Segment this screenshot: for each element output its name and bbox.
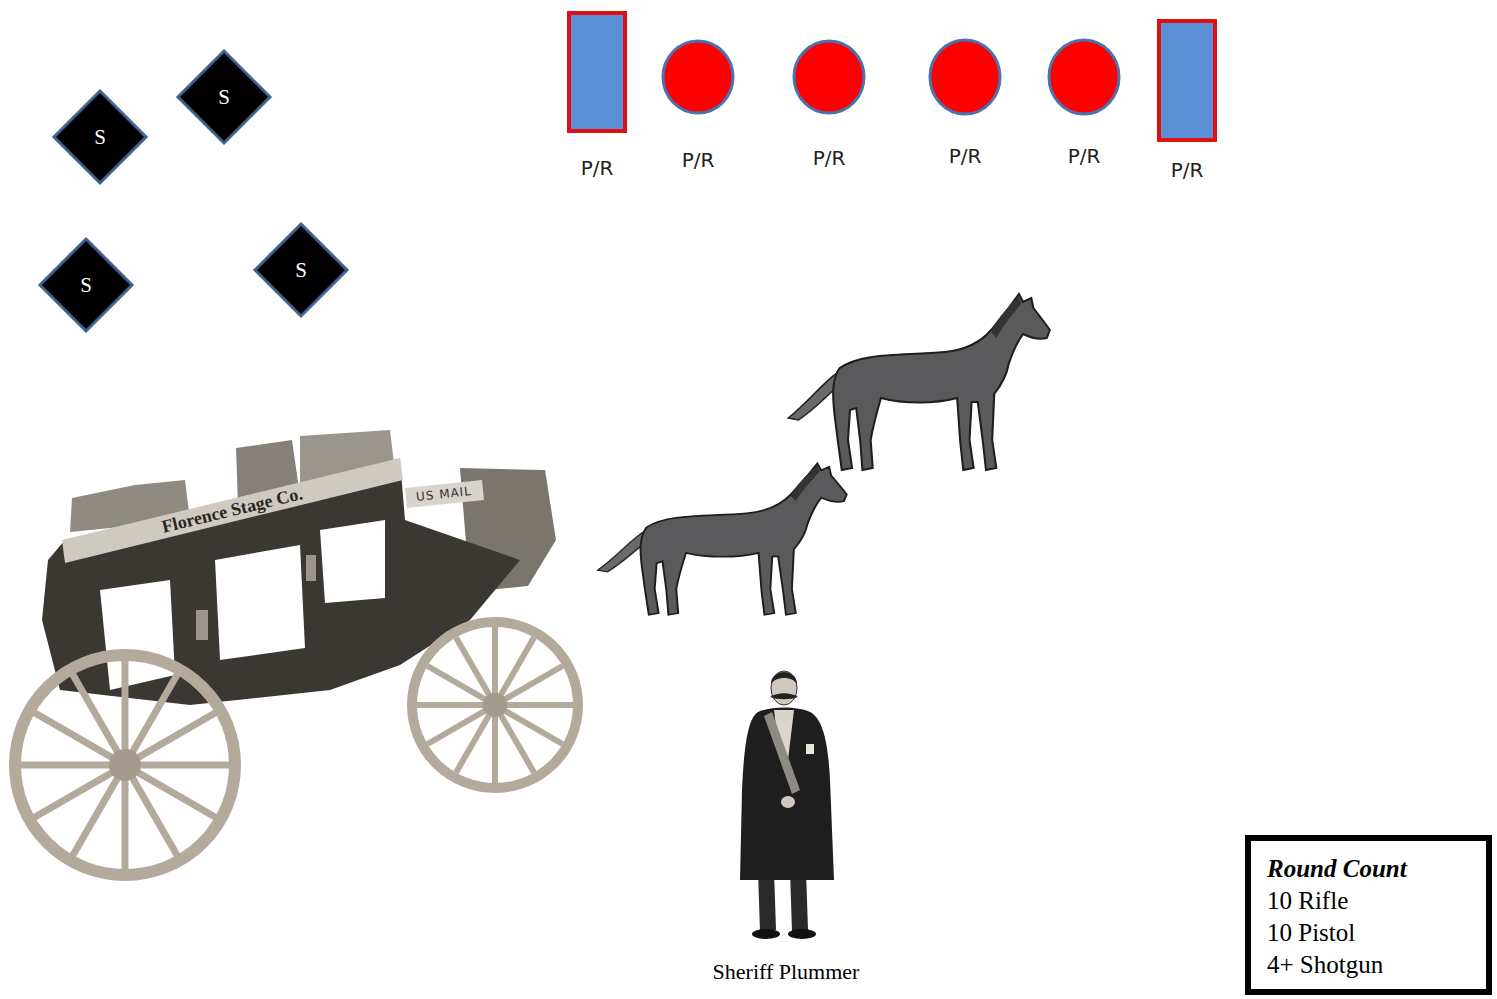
target-shape bbox=[768, 39, 890, 117]
rifle-pistol-target: P/R bbox=[768, 39, 890, 173]
shotgun-target: S bbox=[51, 88, 149, 186]
round-count-box: Round Count10 Rifle10 Pistol4+ Shotgun bbox=[1245, 835, 1492, 995]
round-count-heading: Round Count bbox=[1267, 853, 1470, 885]
horse-mane bbox=[791, 465, 819, 501]
horse bbox=[788, 294, 1050, 470]
rectangle-target bbox=[1159, 21, 1215, 140]
target-shape bbox=[904, 38, 1026, 118]
rifle-pistol-target: P/R bbox=[904, 38, 1026, 171]
target-letter: S bbox=[295, 258, 307, 282]
rifle-pistol-target: P/R bbox=[1023, 38, 1145, 171]
coach-banner bbox=[62, 458, 403, 563]
sheriff-shoe bbox=[788, 929, 816, 939]
coach-mail-plate bbox=[405, 480, 484, 508]
coach-hinge bbox=[306, 555, 316, 581]
round-count-line: 4+ Shotgun bbox=[1267, 949, 1470, 981]
target-shape bbox=[1133, 19, 1241, 144]
figure-caption: Sheriff Plummer bbox=[710, 959, 863, 985]
diamond-outline bbox=[255, 224, 347, 316]
sheriff-mustache bbox=[770, 693, 798, 699]
sheriff-coat bbox=[740, 708, 834, 881]
horse bbox=[598, 463, 847, 614]
sheriff-hand bbox=[781, 796, 795, 808]
target-label: P/R bbox=[637, 147, 759, 173]
target-label: P/R bbox=[1133, 157, 1241, 183]
target-shape bbox=[1023, 38, 1145, 118]
stagecoach bbox=[15, 430, 578, 875]
coach-hinge bbox=[196, 610, 208, 640]
circle-target bbox=[663, 41, 733, 113]
sheriff-bandolier bbox=[764, 712, 800, 794]
target-label: P/R bbox=[543, 155, 651, 181]
target-shape bbox=[637, 39, 759, 117]
shotgun-target: S bbox=[252, 221, 350, 319]
target-shape bbox=[543, 11, 651, 135]
target-letter: S bbox=[80, 273, 92, 297]
round-count-line: 10 Pistol bbox=[1267, 917, 1470, 949]
horse-body bbox=[640, 463, 846, 614]
round-count-line: 10 Rifle bbox=[1267, 885, 1470, 917]
sheriff-hair bbox=[771, 672, 797, 684]
sheriff-figure bbox=[740, 671, 834, 939]
target-label: P/R bbox=[1023, 143, 1145, 169]
target-label: P/R bbox=[904, 143, 1026, 169]
rifle-pistol-target: P/R bbox=[1133, 19, 1241, 185]
coach-body bbox=[42, 460, 520, 705]
diamond-outline bbox=[178, 51, 270, 143]
target-letter: S bbox=[94, 125, 106, 149]
coach-wheel bbox=[412, 622, 578, 788]
rectangle-target bbox=[569, 13, 625, 131]
coach-wheel bbox=[15, 655, 235, 875]
circle-target bbox=[794, 41, 864, 113]
shotgun-target: S bbox=[175, 48, 273, 146]
horse-body bbox=[833, 294, 1050, 470]
coach-window bbox=[215, 545, 305, 660]
rifle-pistol-target: P/R bbox=[637, 39, 759, 175]
target-label: P/R bbox=[768, 145, 890, 171]
diamond-outline bbox=[54, 91, 146, 183]
circle-target bbox=[930, 40, 1000, 114]
coach-window bbox=[100, 580, 175, 690]
target-letter: S bbox=[218, 85, 230, 109]
coach-window bbox=[320, 520, 385, 603]
diamond-outline bbox=[40, 239, 132, 331]
sheriff-head bbox=[771, 671, 797, 705]
rifle-pistol-target: P/R bbox=[543, 11, 651, 183]
circle-target bbox=[1049, 40, 1119, 114]
horse-mane bbox=[991, 296, 1021, 338]
shotgun-target: S bbox=[37, 236, 135, 334]
sheriff-badge bbox=[806, 744, 814, 754]
sheriff-shoe bbox=[752, 929, 780, 939]
